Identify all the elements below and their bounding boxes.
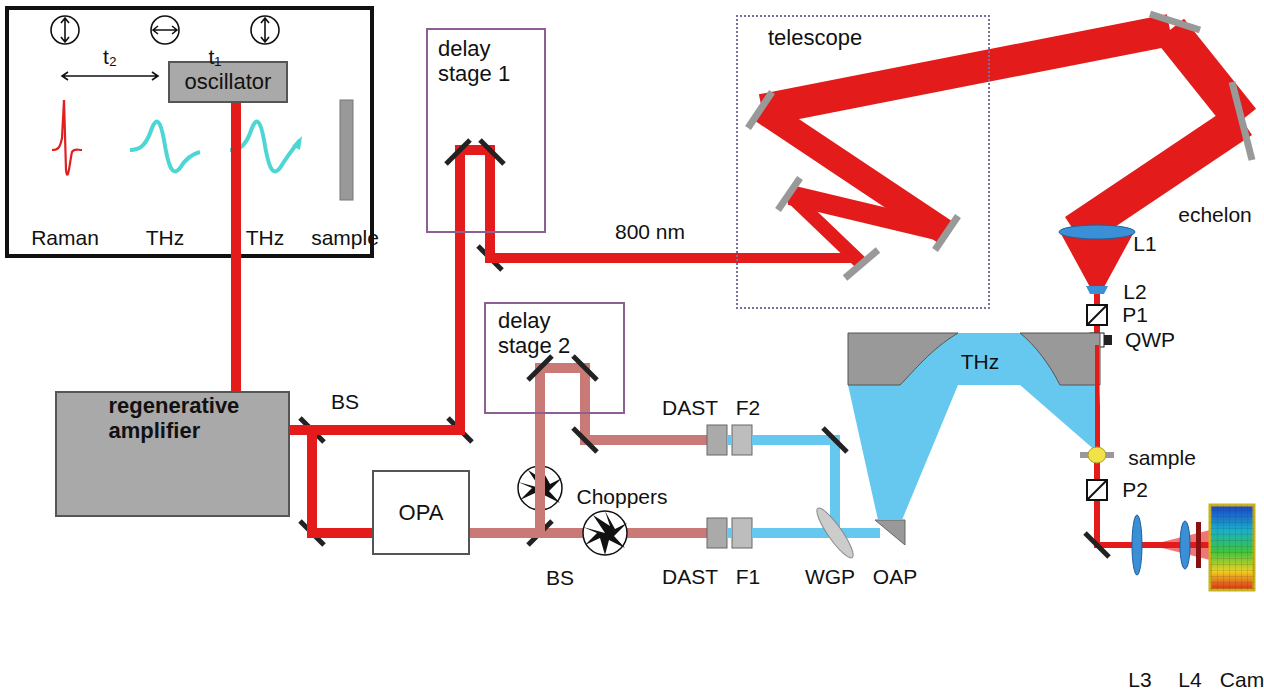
part-label: L4 xyxy=(1178,668,1201,691)
part-label: L2 xyxy=(1123,280,1146,303)
laser-beam xyxy=(290,430,372,533)
part-label: 800 nm xyxy=(615,220,685,243)
part-label: BS xyxy=(331,390,359,413)
laser-beam xyxy=(231,103,241,391)
part-label: F1 xyxy=(736,565,761,588)
laser-beam xyxy=(470,414,540,533)
laser-beam xyxy=(490,233,736,258)
node-label: OPA xyxy=(399,500,444,525)
part-label: Choppers xyxy=(576,485,667,508)
part-label: L3 xyxy=(1128,668,1151,691)
part-label: t₂ xyxy=(103,45,117,68)
part-label: THz xyxy=(246,226,285,249)
laser-box: regenerative amplifier xyxy=(55,391,290,517)
laser-box: oscillator xyxy=(168,61,288,103)
part-label: WGP xyxy=(805,565,855,588)
part-label: Cam xyxy=(1220,668,1264,691)
part-label: F2 xyxy=(736,396,761,419)
part-label: t₁ xyxy=(209,45,222,68)
part-label: echelon xyxy=(1178,203,1252,226)
part-label: THz xyxy=(146,226,185,249)
telescope-box: telescope xyxy=(736,15,990,309)
node-label: oscillator xyxy=(185,69,272,94)
part-label: QWP xyxy=(1125,328,1175,351)
part-label: BS xyxy=(546,566,574,589)
part-label: DAST xyxy=(662,396,718,419)
node-label: regenerative amplifier xyxy=(109,393,259,444)
node-label: delay stage 1 xyxy=(438,36,538,87)
delay-stage-box: delay stage 1 xyxy=(426,28,546,233)
delay-stage-box: delay stage 2 xyxy=(484,302,625,414)
opa-box: OPA xyxy=(372,470,470,555)
part-label: L1 xyxy=(1133,232,1156,255)
part-label: P1 xyxy=(1122,303,1148,326)
part-label: Raman xyxy=(31,226,99,249)
part-label: sample xyxy=(311,226,379,249)
laser-beam xyxy=(290,233,460,430)
part-label: THz xyxy=(961,350,1000,373)
part-label: OAP xyxy=(873,565,917,588)
part-label: P2 xyxy=(1122,478,1148,501)
part-label: DAST xyxy=(662,565,718,588)
part-label: sample xyxy=(1128,446,1196,469)
node-label: delay stage 2 xyxy=(498,308,598,359)
node-label: telescope xyxy=(768,25,862,50)
